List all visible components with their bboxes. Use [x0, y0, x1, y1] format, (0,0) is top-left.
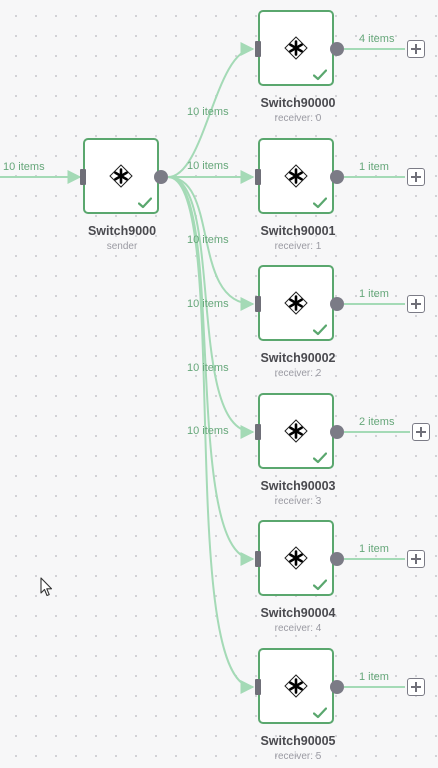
branch-label-4: 10 items	[187, 362, 229, 374]
sender-subtitle: sender	[106, 241, 138, 252]
asterisk-diamond-icon	[109, 164, 133, 188]
success-check-icon	[313, 69, 327, 81]
asterisk-diamond-icon	[284, 674, 308, 698]
branch-label-0: 10 items	[187, 106, 229, 118]
receiver-3-output-label: 2 items	[359, 416, 395, 428]
sender-node[interactable]	[83, 138, 159, 214]
connection-to-receiver-5[interactable]	[167, 176, 255, 694]
receiver-node-2[interactable]	[258, 265, 334, 341]
receiver-1-output-port[interactable]	[330, 170, 344, 184]
connection-to-receiver-3[interactable]	[167, 176, 255, 439]
receiver-5-output-label: 1 item	[359, 671, 389, 683]
sender-input-port[interactable]	[80, 169, 86, 185]
add-node-button[interactable]	[407, 550, 425, 568]
receiver-2-subtitle: receiver: 2	[274, 368, 322, 379]
branch-label-2: 10 items	[187, 234, 229, 246]
receiver-2-title: Switch90002	[260, 351, 336, 365]
receiver-3-subtitle: receiver: 3	[274, 496, 322, 507]
receiver-0-output-label: 4 items	[359, 33, 395, 45]
add-node-button[interactable]	[412, 423, 430, 441]
receiver-1-title: Switch90001	[260, 224, 336, 238]
sender-output-port[interactable]	[154, 170, 168, 184]
receiver-5-input-port[interactable]	[255, 679, 261, 695]
receiver-3-title: Switch90003	[260, 479, 336, 493]
asterisk-diamond-icon	[284, 164, 308, 188]
mouse-cursor-icon	[40, 577, 53, 597]
success-check-icon	[313, 452, 327, 464]
success-check-icon	[313, 707, 327, 719]
asterisk-diamond-icon	[284, 291, 308, 315]
sender-title: Switch9000	[87, 224, 157, 238]
receiver-node-5[interactable]	[258, 648, 334, 724]
branch-label-3: 10 items	[187, 298, 229, 310]
receiver-0-title: Switch90000	[260, 96, 336, 110]
asterisk-diamond-icon	[284, 546, 308, 570]
receiver-5-output-port[interactable]	[330, 680, 344, 694]
add-node-button[interactable]	[407, 40, 425, 58]
success-check-icon	[138, 197, 152, 209]
asterisk-diamond-icon	[284, 419, 308, 443]
receiver-2-output-label: 1 item	[359, 288, 389, 300]
receiver-0-subtitle: receiver: 0	[274, 113, 322, 124]
add-node-button[interactable]	[407, 295, 425, 313]
receiver-1-output-label: 1 item	[359, 161, 389, 173]
branch-label-1: 10 items	[187, 160, 229, 172]
receiver-0-output-port[interactable]	[330, 42, 344, 56]
success-check-icon	[313, 197, 327, 209]
receiver-4-title: Switch90004	[260, 606, 336, 620]
add-node-button[interactable]	[407, 678, 425, 696]
receiver-2-output-port[interactable]	[330, 297, 344, 311]
receiver-0-input-port[interactable]	[255, 41, 261, 57]
receiver-1-subtitle: receiver: 1	[274, 241, 322, 252]
asterisk-diamond-icon	[284, 36, 308, 60]
receiver-5-subtitle: receiver: 5	[274, 751, 322, 762]
success-check-icon	[313, 579, 327, 591]
receiver-node-0[interactable]	[258, 10, 334, 86]
receiver-4-output-port[interactable]	[330, 552, 344, 566]
receiver-4-output-label: 1 item	[359, 543, 389, 555]
receiver-5-title: Switch90005	[260, 734, 336, 748]
receiver-3-output-port[interactable]	[330, 425, 344, 439]
connection-to-receiver-4[interactable]	[167, 176, 255, 566]
receiver-4-input-port[interactable]	[255, 551, 261, 567]
branch-label-5: 10 items	[187, 425, 229, 437]
add-node-button[interactable]	[407, 168, 425, 186]
receiver-node-4[interactable]	[258, 520, 334, 596]
receiver-3-input-port[interactable]	[255, 424, 261, 440]
connection-to-receiver-0[interactable]	[167, 42, 255, 178]
receiver-4-subtitle: receiver: 4	[274, 623, 322, 634]
receiver-1-input-port[interactable]	[255, 169, 261, 185]
receiver-2-input-port[interactable]	[255, 296, 261, 312]
receiver-node-1[interactable]	[258, 138, 334, 214]
receiver-node-3[interactable]	[258, 393, 334, 469]
success-check-icon	[313, 324, 327, 336]
connection-to-receiver-2[interactable]	[167, 176, 255, 311]
incoming-edge-label: 10 items	[3, 161, 45, 173]
